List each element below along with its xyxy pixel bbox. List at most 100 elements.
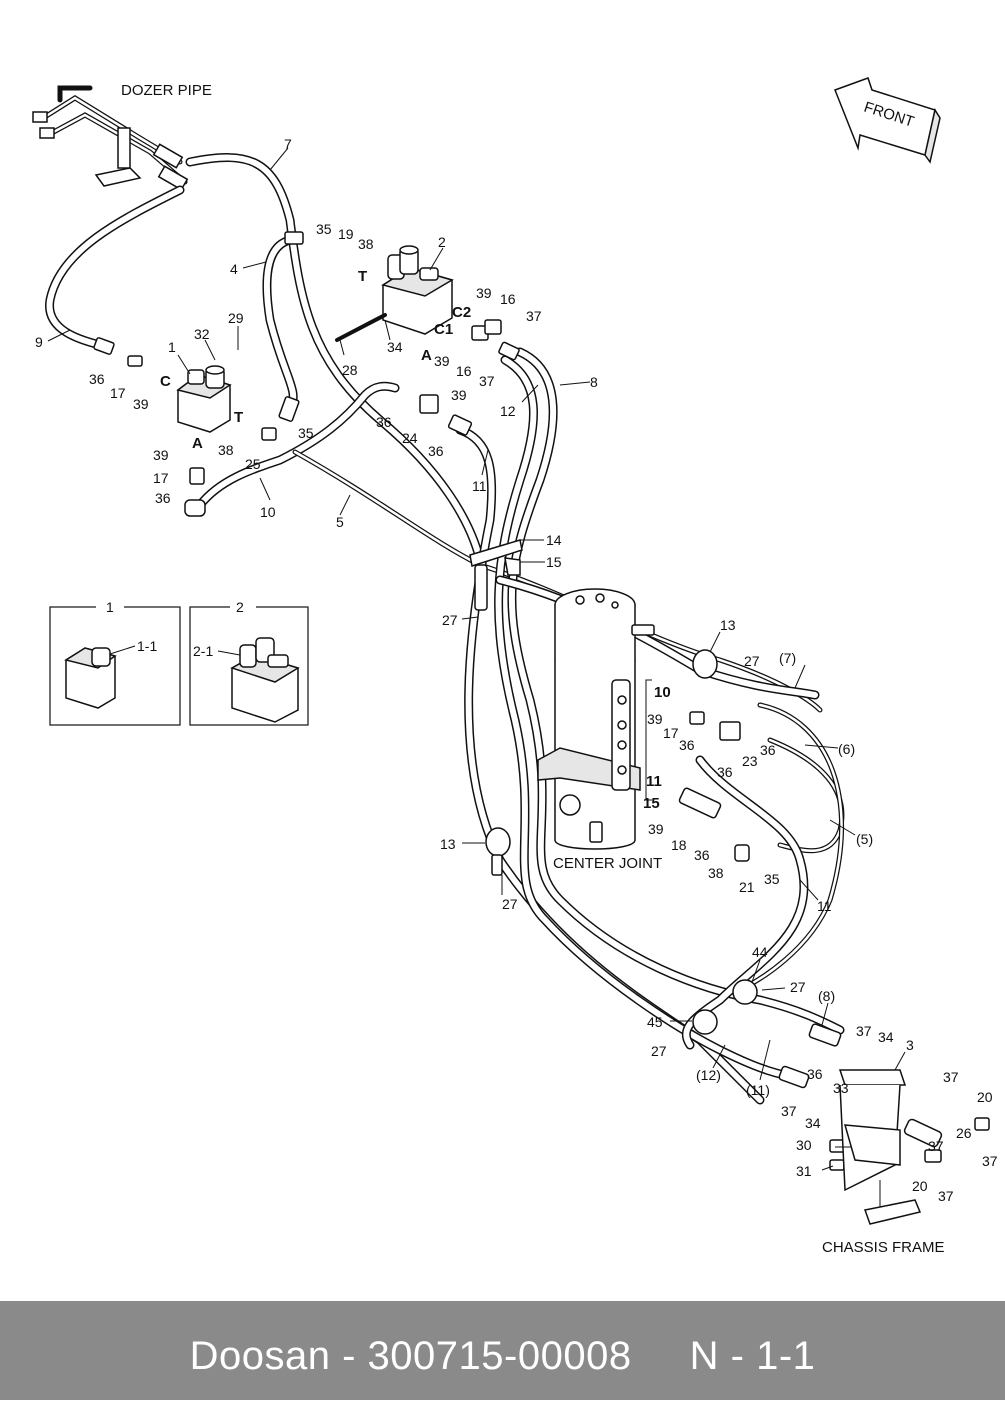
callout-36: 36	[89, 371, 105, 387]
front-direction-arrow: FRONT	[834, 77, 941, 164]
callout-39: 39	[434, 353, 450, 369]
callout-37: 37	[479, 373, 495, 389]
callout-11: 11	[646, 773, 662, 790]
callout-25: 25	[245, 456, 261, 472]
leader-lines	[47, 147, 906, 1171]
callout-29: 29	[228, 310, 244, 326]
chassis-bracket	[838, 1069, 922, 1225]
callout-7: 7	[284, 136, 292, 152]
inset-1-title: 1	[106, 599, 114, 615]
callout-11: 11	[817, 898, 832, 914]
callout-23: 23	[742, 753, 758, 769]
callout-8-ref: (8)	[818, 988, 835, 1004]
callout-3: 3	[906, 1037, 914, 1053]
callout-27: 27	[651, 1043, 667, 1059]
callout-44: 44	[752, 944, 768, 960]
inset-1-sublabel: 1-1	[137, 638, 157, 654]
callout-26: 26	[956, 1125, 972, 1141]
callout-10: 10	[654, 684, 671, 701]
callout-10: 10	[260, 504, 276, 520]
callout-12-ref: (12)	[696, 1067, 721, 1083]
hydraulic-dozer-piping-diagram: FRONT 1 1-1 2 2-1 DOZER PIPE CENTER JOIN…	[32, 77, 998, 1256]
callout-9: 9	[35, 334, 43, 350]
callout-2: 2	[438, 234, 446, 250]
port-c-valve-1: C	[160, 373, 171, 390]
callout-18: 18	[671, 837, 687, 853]
chassis-frame-caption: CHASSIS FRAME	[822, 1239, 945, 1256]
footer-title: Doosan - 300715-00008 N - 1-1	[189, 1334, 816, 1378]
footer-brand: Doosan	[189, 1334, 331, 1378]
callout-11: 11	[472, 478, 487, 494]
callout-37: 37	[526, 308, 542, 324]
callout-37: 37	[856, 1023, 872, 1039]
footer-page-ref: N - 1-1	[689, 1334, 816, 1378]
callout-38: 38	[358, 236, 374, 252]
callout-27: 27	[442, 612, 458, 628]
callout-8: 8	[590, 374, 598, 390]
callout-36: 36	[155, 490, 171, 506]
dozer-pipe-caption: DOZER PIPE	[121, 82, 212, 99]
callout-13: 13	[440, 836, 456, 852]
callout-37: 37	[982, 1153, 998, 1169]
callout-12: 12	[500, 403, 516, 419]
callout-34: 34	[805, 1115, 821, 1131]
callout-24: 24	[402, 430, 418, 446]
callout-36: 36	[717, 764, 733, 780]
callout-19: 19	[338, 226, 354, 242]
inset-box-2: 2 2-1	[189, 599, 309, 726]
callout-17: 17	[663, 725, 679, 741]
callout-37: 37	[938, 1188, 954, 1204]
callout-17: 17	[153, 470, 169, 486]
callout-39: 39	[476, 285, 492, 301]
callout-16: 16	[500, 291, 516, 307]
callout-36: 36	[428, 443, 444, 459]
callout-32: 32	[194, 326, 210, 342]
port-a-valve-1: A	[192, 435, 203, 452]
callout-15: 15	[546, 554, 562, 570]
callout-36: 36	[376, 414, 392, 430]
callout-6-ref: (6)	[838, 741, 855, 757]
callout-11-ref: (11)	[746, 1082, 770, 1098]
callout-1: 1	[168, 339, 176, 355]
callout-37: 37	[781, 1103, 797, 1119]
callout-27: 27	[502, 896, 518, 912]
callout-4: 4	[230, 261, 238, 277]
callout-37: 37	[928, 1138, 944, 1154]
port-c1-valve-2: C1	[434, 321, 453, 338]
port-t-valve-1: T	[234, 409, 243, 426]
callout-37: 37	[943, 1069, 959, 1085]
callout-5-ref: (5)	[856, 831, 873, 847]
callout-7-ref: (7)	[779, 650, 796, 666]
callout-31: 31	[796, 1163, 812, 1179]
callout-28: 28	[342, 362, 358, 378]
callout-16: 16	[456, 363, 472, 379]
port-a-valve-2: A	[421, 347, 432, 364]
footer-part-number: 300715-00008	[367, 1334, 632, 1378]
callout-39: 39	[153, 447, 169, 463]
port-c2-valve-2: C2	[452, 304, 471, 321]
callout-38: 38	[708, 865, 724, 881]
valve-block-1	[176, 365, 232, 433]
callout-36: 36	[694, 847, 710, 863]
callout-35: 35	[316, 221, 332, 237]
callout-38: 38	[218, 442, 234, 458]
callout-20: 20	[977, 1089, 993, 1105]
callout-21: 21	[739, 879, 755, 895]
callout-34: 34	[387, 339, 403, 355]
callout-34: 34	[878, 1029, 894, 1045]
clamps	[469, 539, 758, 1035]
callout-13: 13	[720, 617, 736, 633]
callout-45: 45	[647, 1014, 663, 1030]
center-joint-caption: CENTER JOINT	[553, 855, 662, 872]
callout-15: 15	[643, 795, 660, 812]
callout-27: 27	[790, 979, 806, 995]
callout-35: 35	[298, 425, 314, 441]
footer-bar: Doosan - 300715-00008 N - 1-1	[0, 1301, 1005, 1400]
callout-39: 39	[451, 387, 467, 403]
dozer-pipe-assembly	[32, 85, 189, 191]
callout-30: 30	[796, 1137, 812, 1153]
port-t-valve-2: T	[358, 268, 367, 285]
callout-35: 35	[764, 871, 780, 887]
inset-2-title: 2	[236, 599, 244, 615]
callout-14: 14	[546, 532, 562, 548]
